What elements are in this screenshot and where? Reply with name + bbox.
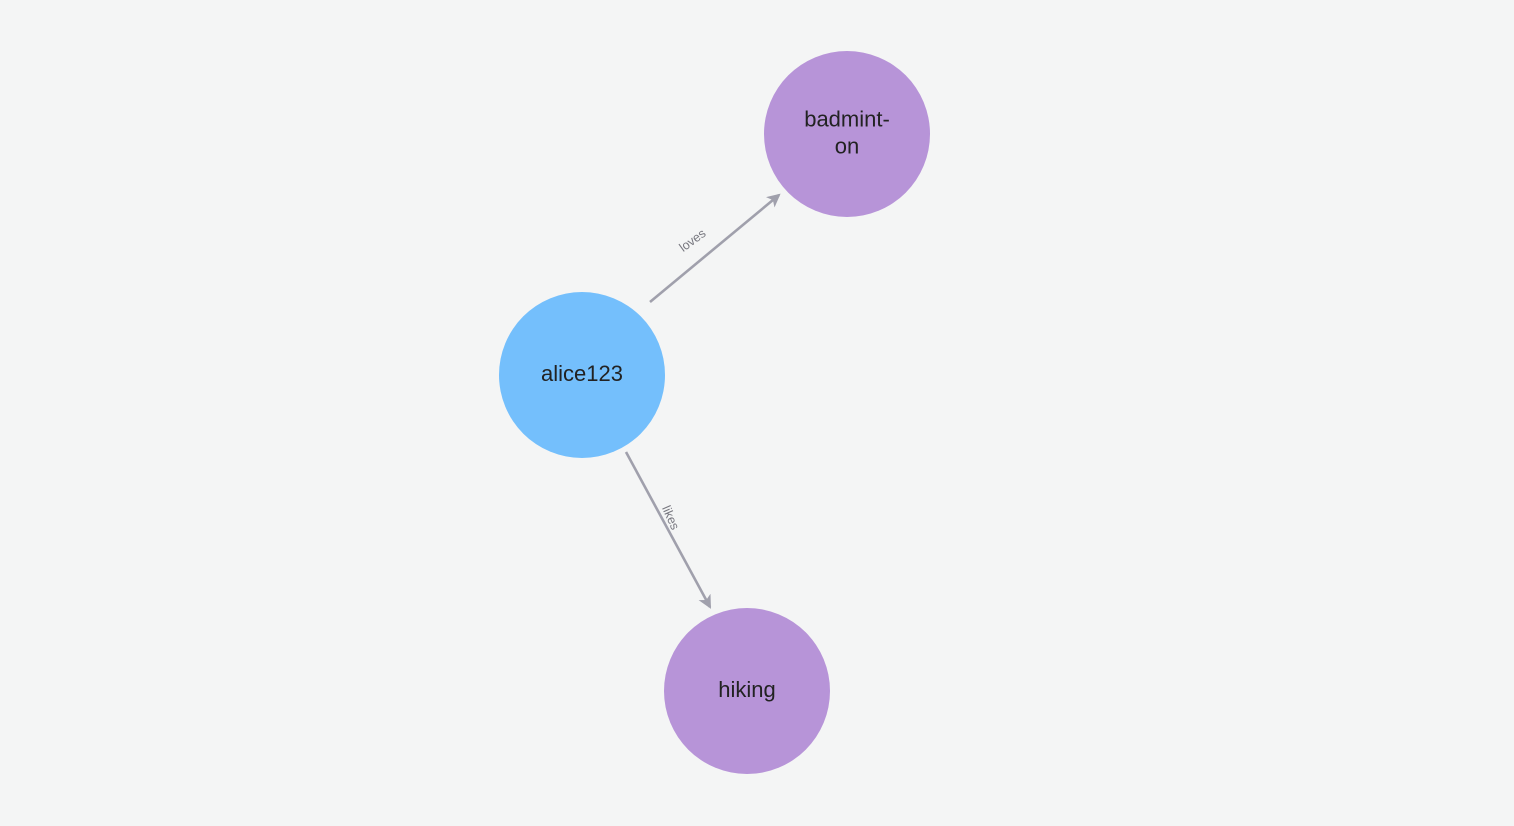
graph-edge[interactable]: likes bbox=[624, 451, 712, 609]
graph-node-alice123[interactable]: alice123 bbox=[499, 292, 665, 458]
graph-node-hiking[interactable]: hiking bbox=[664, 608, 830, 774]
interest-node[interactable] bbox=[664, 608, 830, 774]
edge-label[interactable]: loves bbox=[677, 226, 709, 254]
nodes-layer: alice123 badmint-on hiking bbox=[499, 51, 930, 774]
graph-edge[interactable]: loves bbox=[649, 193, 781, 304]
interest-node[interactable] bbox=[764, 51, 930, 217]
edge-line bbox=[649, 193, 781, 304]
edge-line bbox=[624, 451, 712, 609]
graph-node-badminton[interactable]: badmint-on bbox=[764, 51, 930, 217]
person-node[interactable] bbox=[499, 292, 665, 458]
